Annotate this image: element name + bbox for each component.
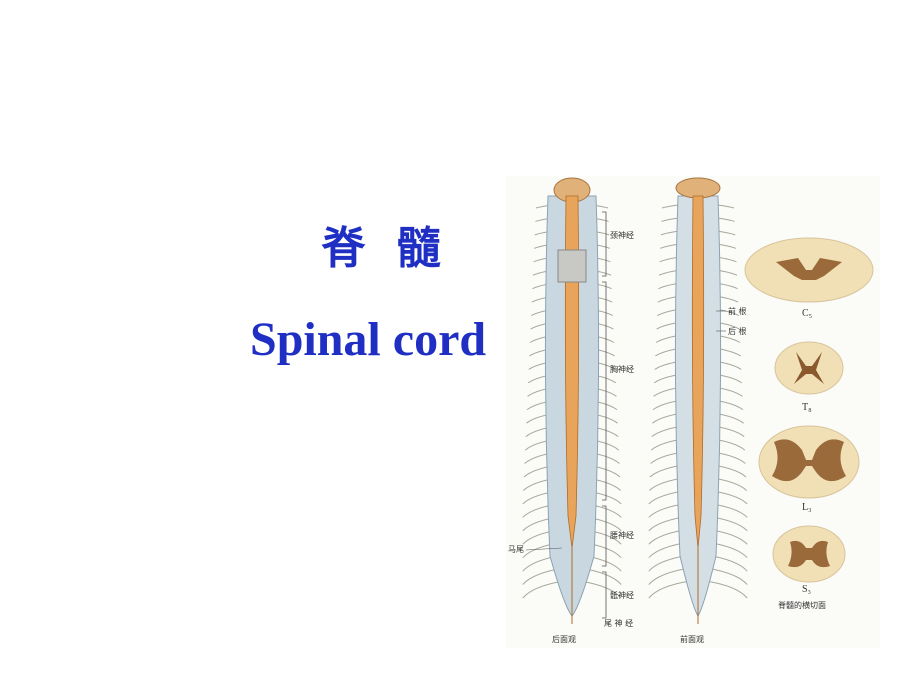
label-anterior-root: 前 根: [728, 306, 747, 316]
posterior-view: 颈神经 胸神经 腰神经 骶神经 马尾 尾 神 经 后面观: [508, 177, 634, 644]
label-lumbar: 腰神经: [610, 530, 634, 540]
label-thoracic: 胸神经: [610, 364, 634, 374]
bracket-thoracic: [602, 281, 607, 501]
label-section-c5: C₅: [802, 308, 812, 319]
label-coccygeal: 尾 神 经: [604, 618, 633, 628]
label-section-s3: S₃: [802, 584, 811, 595]
label-cauda-equina: 马尾: [508, 545, 524, 554]
section-t8-grey-matter: [794, 352, 824, 384]
caption-posterior-view: 后面观: [552, 634, 576, 644]
slide-title-chinese: 脊 髓: [321, 223, 449, 274]
bracket-cervical: [602, 211, 607, 277]
section-s3-grey-matter: [788, 540, 830, 568]
section-c5-grey-matter: [776, 258, 842, 280]
spinal-cord-illustration: 颈神经 胸神经 腰神经 骶神经 马尾 尾 神 经 后面观 前 根 后 根 前面观: [506, 176, 880, 648]
anterior-nerve-root: [648, 580, 691, 599]
caption-anterior-view: 前面观: [680, 634, 704, 644]
label-cervical: 颈神经: [610, 230, 634, 240]
label-posterior-root: 后 根: [728, 326, 747, 336]
label-section-t8: T₈: [802, 402, 812, 413]
spinal-cord-svg: 颈神经 胸神经 腰神经 骶神经 马尾 尾 神 经 后面观 前 根 后 根 前面观: [506, 176, 880, 648]
slide-title-english: Spinal cord: [250, 313, 487, 366]
anterior-nerve-root: [705, 580, 748, 599]
bracket-lumbar: [602, 505, 607, 567]
posterior-cord: [564, 195, 580, 549]
caption-cross-sections: 脊髓的横切面: [778, 600, 826, 610]
label-sacral: 骶神经: [610, 590, 634, 600]
posterior-dura-cut: [557, 249, 587, 283]
cross-sections: C₅ T₈ L₃ S₃ 脊髓的横切面: [744, 237, 874, 610]
leader-cauda-equina: [525, 547, 563, 551]
anterior-view: 前 根 后 根 前面观: [648, 177, 748, 644]
label-section-l3: L₃: [802, 502, 812, 513]
bracket-sacral: [602, 571, 607, 619]
anterior-brainstem: [675, 177, 721, 199]
anterior-cord: [691, 195, 705, 549]
section-l3-grey-matter: [772, 439, 846, 482]
